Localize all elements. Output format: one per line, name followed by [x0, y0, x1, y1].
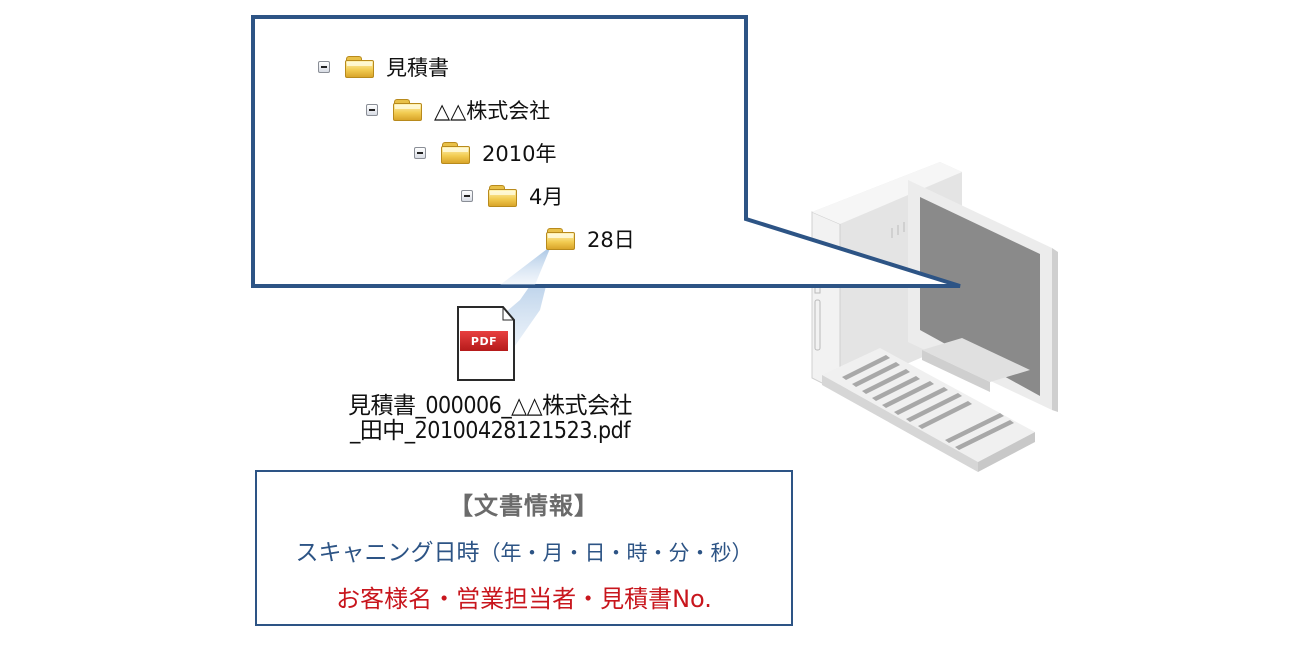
- folder-icon: [487, 184, 519, 208]
- tree-node-label: 4月: [529, 185, 564, 209]
- tree-node-year[interactable]: 2010年: [414, 138, 556, 168]
- file-name-line2: _田中_20100428121523.pdf: [349, 418, 631, 444]
- folder-icon: [344, 55, 376, 79]
- tree-node-estimates[interactable]: 見積書: [318, 52, 449, 82]
- tree-node-day[interactable]: 28日: [545, 224, 635, 254]
- tree-node-month[interactable]: 4月: [461, 181, 563, 211]
- collapse-icon[interactable]: [461, 190, 473, 202]
- pdf-badge: PDF: [460, 331, 508, 351]
- info-scan-label: スキャニング日時: [295, 540, 480, 566]
- collapse-icon[interactable]: [318, 61, 330, 73]
- folder-icon: [440, 141, 472, 165]
- document-info-box: 【文書情報】 スキャニング日時（年・月・日・時・分・秒） お客様名・営業担当者・…: [255, 470, 793, 626]
- info-title: 【文書情報】: [449, 492, 599, 520]
- file-name-line1: 見積書_000006_△△株式会社: [348, 393, 633, 419]
- info-scan-datetime: スキャニング日時（年・月・日・時・分・秒）: [257, 533, 791, 567]
- pdf-file-icon[interactable]: PDF: [456, 305, 514, 381]
- callout-frame: [251, 15, 961, 288]
- folder-icon: [392, 98, 424, 122]
- tree-node-company[interactable]: △△株式会社: [366, 95, 550, 125]
- file-name: 見積書_000006_△△株式会社 _田中_20100428121523.pdf: [285, 394, 695, 444]
- info-customer-fields: お客様名・営業担当者・見積書No.: [336, 585, 712, 613]
- computer-illustration: [811, 162, 1058, 472]
- folder-icon: [545, 227, 577, 251]
- tree-node-label: 28日: [587, 228, 635, 252]
- tree-node-label: 2010年: [482, 142, 557, 166]
- tree-node-label: △△株式会社: [434, 99, 551, 123]
- collapse-icon[interactable]: [414, 147, 426, 159]
- collapse-icon[interactable]: [366, 104, 378, 116]
- tree-node-label: 見積書: [386, 56, 449, 80]
- info-scan-detail: （年・月・日・時・分・秒）: [479, 541, 753, 565]
